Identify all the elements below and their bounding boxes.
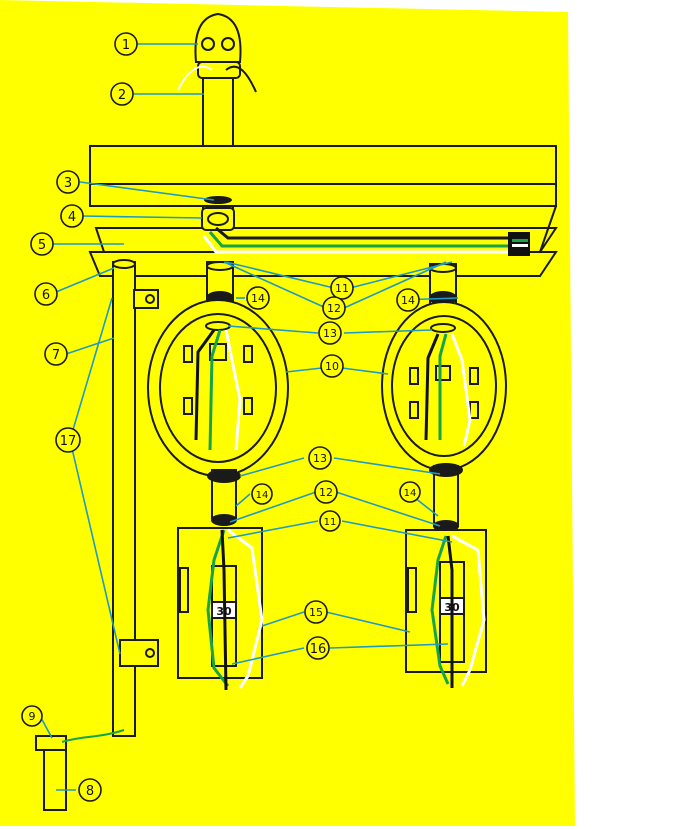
- callout-11-bottom: 11: [324, 517, 337, 528]
- callout-14-left-bottom: 14: [256, 490, 269, 501]
- callout-1: 1: [122, 38, 130, 53]
- weatherhead: [177, 12, 257, 93]
- callout-12-bottom: 12: [319, 486, 333, 499]
- callout-12-top: 12: [327, 302, 341, 315]
- mast-hub: [201, 207, 235, 231]
- callout-13-bottom: 13: [313, 452, 327, 465]
- ground-conduit: [112, 259, 159, 737]
- callout-4: 4: [68, 210, 76, 225]
- disconnect-right-wires: [430, 534, 486, 688]
- callouts: [21, 32, 421, 802]
- callout-14-left-top: 14: [251, 292, 265, 305]
- callout-6: 6: [42, 288, 50, 303]
- meter-right-wires: [424, 333, 472, 447]
- callout-5: 5: [38, 238, 46, 253]
- callout-3: 3: [64, 176, 72, 191]
- disconnect-left: [177, 527, 263, 679]
- callout-15: 15: [309, 606, 323, 619]
- callout-16: 16: [310, 642, 327, 657]
- meter-left-wires: [194, 329, 242, 451]
- ground-wire: [61, 729, 125, 743]
- callout-13-top: 13: [323, 327, 337, 340]
- callout-10: 10: [325, 360, 339, 373]
- callout-8: 8: [86, 784, 94, 799]
- callout-numbers: 1 2 3 4 5 6 7 8 9 10 11 12 13 13 14 14 1…: [29, 38, 417, 799]
- ground-rod: [35, 735, 67, 811]
- callout-14-right-top: 14: [401, 294, 415, 307]
- service-conductors: [202, 226, 510, 254]
- disconnect-left-wires: [206, 528, 264, 691]
- callout-11-top: 11: [335, 282, 349, 295]
- callout-7: 7: [52, 348, 60, 363]
- callout-17: 17: [60, 434, 77, 449]
- leader-lines: [39, 43, 459, 791]
- callout-2: 2: [118, 88, 126, 103]
- callout-14-right-bottom: 14: [404, 488, 417, 499]
- meter-left-socket-jaws: [183, 343, 253, 415]
- mast-boot: [204, 196, 232, 204]
- callout-9: 9: [29, 710, 36, 723]
